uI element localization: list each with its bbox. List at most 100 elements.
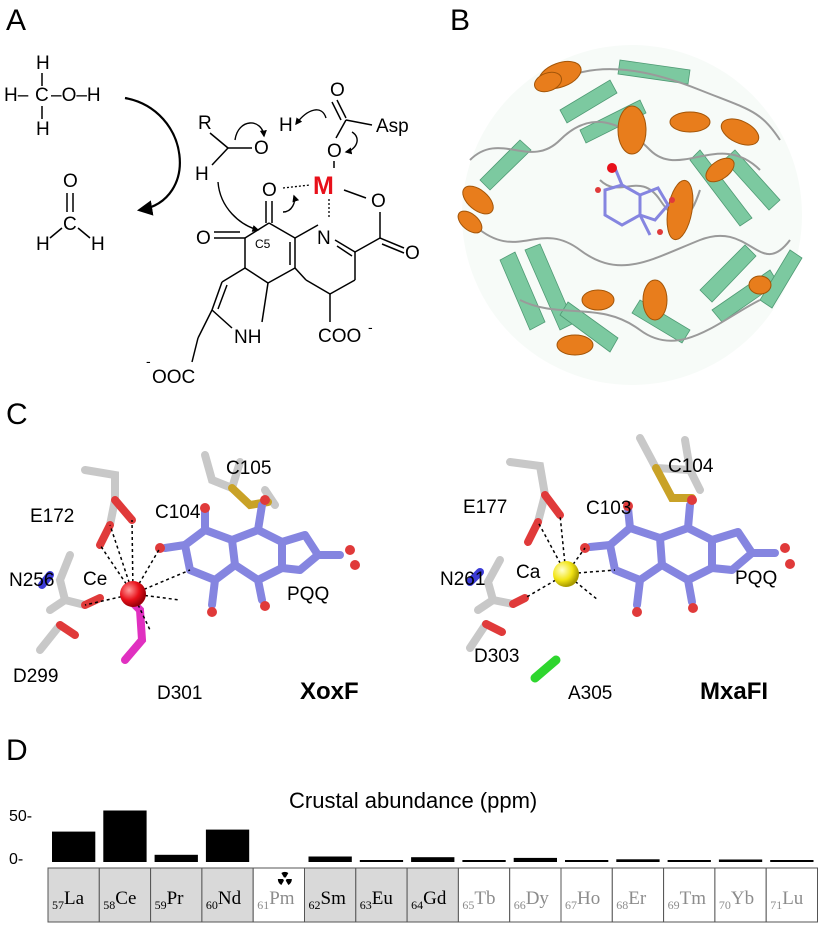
panel-c-left-labels: C105 E172 C104 N256 Ce PQQ D299 D301 Xox… xyxy=(9,458,359,705)
atomic-number: 68 xyxy=(616,898,628,912)
element-symbol: Ho xyxy=(577,888,600,909)
atomic-number: 66 xyxy=(514,898,526,912)
mech-coo-right: COO xyxy=(318,326,361,347)
element-label: 62Sm xyxy=(309,888,347,912)
bar-tm xyxy=(667,860,711,862)
element-label: 59Pr xyxy=(155,888,185,912)
label-e172: E172 xyxy=(30,506,74,527)
label-c104-left: C104 xyxy=(155,502,201,523)
element-symbol: Tb xyxy=(474,888,495,909)
methanol-h-top: H xyxy=(36,53,50,74)
element-label: 64Gd xyxy=(411,888,447,912)
mech-n: N xyxy=(317,228,331,249)
element-symbol: Gd xyxy=(423,888,447,909)
mech-o-left: O xyxy=(196,228,211,249)
element-symbol: La xyxy=(64,888,85,909)
panel-a-chemistry: H H– C –O–H H O C H H R O H xyxy=(4,53,420,388)
element-label: 71Lu xyxy=(770,888,804,912)
formaldehyde-c: C xyxy=(63,214,77,235)
label-d303: D303 xyxy=(474,646,519,667)
element-symbol: Eu xyxy=(372,888,394,909)
pqq-ligand xyxy=(603,167,670,236)
element-label: 68Er xyxy=(616,888,647,912)
mech-metal: M xyxy=(313,172,334,200)
mech-coo-left: OOC xyxy=(152,367,195,388)
atomic-number: 70 xyxy=(719,898,731,912)
label-pqq-left: PQQ xyxy=(287,584,329,605)
formaldehyde-structure: O C H H xyxy=(36,171,105,255)
formaldehyde-h-left: H xyxy=(36,234,50,255)
bar-yb xyxy=(718,859,763,862)
element-label: 69Tm xyxy=(668,888,707,912)
panel-letter-c: C xyxy=(6,398,28,431)
label-c104-right: C104 xyxy=(668,456,714,477)
ca-ion xyxy=(553,561,579,587)
mech-nh: NH xyxy=(234,327,261,348)
label-n256: N256 xyxy=(9,570,54,591)
panel-letter-b: B xyxy=(450,4,470,37)
mech-h-substrate-ch: H xyxy=(195,164,209,185)
label-d299: D299 xyxy=(13,666,58,687)
methanol-structure: H H– C –O–H H xyxy=(4,53,101,140)
bar-nd xyxy=(205,829,250,862)
formaldehyde-h-right: H xyxy=(91,234,105,255)
label-c103: C103 xyxy=(586,498,631,519)
bar-eu xyxy=(359,860,404,862)
panel-c-right-labels: C104 E177 C103 N261 Ca PQQ D303 A305 Mxa… xyxy=(440,456,777,705)
bar-pr xyxy=(154,854,198,862)
title-mxafi: MxaFI xyxy=(700,678,768,705)
bar-er xyxy=(616,859,660,862)
element-cell-nd: 60Nd xyxy=(201,867,254,923)
element-symbol: Pr xyxy=(167,888,185,909)
element-cell-pm: 61Pm xyxy=(252,867,305,923)
element-symbol: Dy xyxy=(526,888,550,909)
mech-asp-label: Asp xyxy=(376,116,409,137)
atomic-number: 69 xyxy=(668,898,680,912)
bar-ce xyxy=(103,810,147,862)
atomic-number: 59 xyxy=(155,898,167,912)
mech-o-carb: O xyxy=(405,243,420,264)
chart-title: Crustal abundance (ppm) xyxy=(289,788,537,813)
element-cell-eu: 63Eu xyxy=(355,867,408,923)
element-label: 57La xyxy=(52,888,85,912)
formaldehyde-o: O xyxy=(63,171,78,192)
methanol-h-bottom: H xyxy=(36,119,50,140)
element-label: 65Tb xyxy=(462,888,495,912)
methanol-o-h: –O–H xyxy=(51,85,101,106)
element-symbol: Sm xyxy=(321,888,347,909)
mech-o-substrate: O xyxy=(254,138,269,159)
element-cell-dy: 66Dy xyxy=(509,867,562,923)
label-n261: N261 xyxy=(440,569,485,590)
mech-h-substrate-oh: H xyxy=(279,115,293,136)
element-cell-gd: 64Gd xyxy=(406,867,459,923)
element-cell-la: 57La xyxy=(47,867,100,923)
mech-o-asp-bottom: O xyxy=(327,141,342,162)
element-label: 58Ce xyxy=(103,888,136,912)
element-label: 67Ho xyxy=(565,888,600,912)
active-site-metal xyxy=(607,163,617,173)
element-cell-sm: 62Sm xyxy=(304,867,357,923)
mech-r: R xyxy=(198,113,212,134)
bar-la xyxy=(52,831,96,862)
label-d301: D301 xyxy=(157,683,202,704)
element-symbol: Er xyxy=(628,888,647,909)
protein-structure xyxy=(457,45,803,385)
atomic-number: 58 xyxy=(103,898,115,912)
mech-coo-right-minus: - xyxy=(368,319,373,335)
element-label: 61Pm xyxy=(257,888,295,912)
element-symbol: Yb xyxy=(731,888,754,909)
bar-dy xyxy=(513,857,557,862)
element-label: 66Dy xyxy=(514,888,550,912)
bar-sm xyxy=(308,856,352,862)
alpha-helices xyxy=(457,60,772,356)
methanol-h-left: H– xyxy=(4,85,29,106)
mech-c5-label: C5 xyxy=(255,237,271,251)
ligand-oxygens xyxy=(595,187,675,235)
label-e177: E177 xyxy=(463,497,507,518)
element-symbol: Ce xyxy=(115,888,136,909)
element-cell-tb: 65Tb xyxy=(457,867,511,923)
mech-o-asp-top: O xyxy=(330,80,345,101)
title-xoxf: XoxF xyxy=(300,678,359,705)
